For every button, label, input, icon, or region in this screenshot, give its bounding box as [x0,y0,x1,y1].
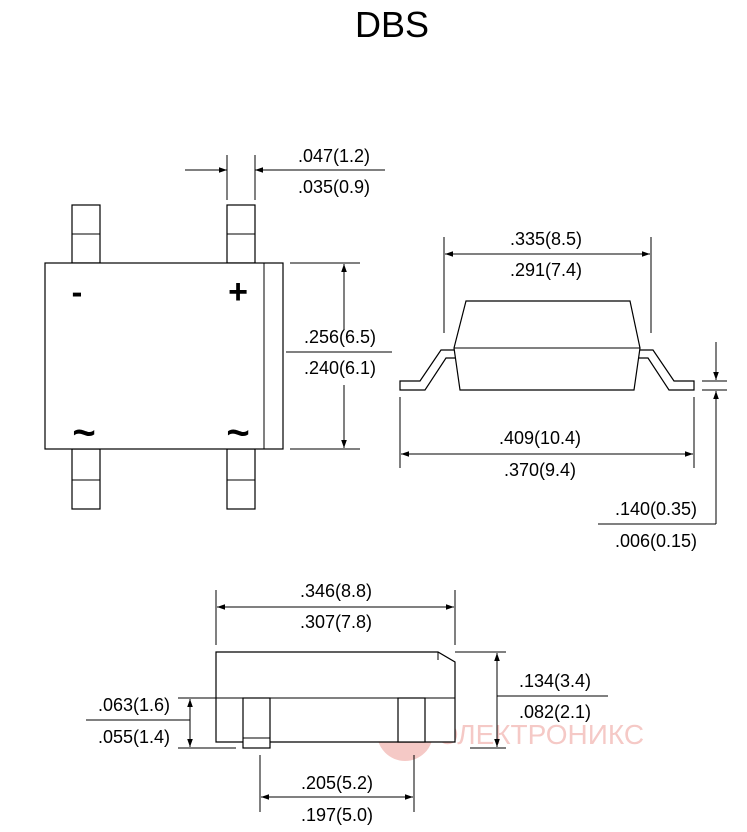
front-lead-pitch-max: .205(5.2) [301,773,373,793]
lead-bottom-left [71,448,101,510]
dim-lead-thickness: .140(0.35) .006(0.15) [598,342,727,551]
lead-width-min: .035(0.9) [298,177,370,197]
front-view-body [215,651,456,743]
side-view-body [453,300,641,391]
front-lead-left [242,697,271,749]
side-view: .335(8.5) .291(7.4) .409(10.4) .370(9.4)… [399,229,727,551]
page-title: DBS [355,4,429,45]
dim-body-height: .256(6.5) .240(6.1) [286,262,392,450]
lead-left-gullwing [399,349,459,391]
front-standoff-max: .063(1.6) [98,695,170,715]
dim-front-body-width: .346(8.8) .307(7.8) [215,581,456,645]
front-body-width-max: .346(8.8) [300,581,372,601]
pin-minus-label: - [72,274,83,310]
front-overall-height-max: .134(3.4) [519,671,591,691]
overall-length-max: .409(10.4) [499,428,581,448]
lead-width-max: .047(1.2) [298,146,370,166]
pin-ac-left-label: ~ [72,411,95,455]
dim-front-overall-height: .134(3.4) .082(2.1) [455,651,608,749]
lead-thickness-max: .140(0.35) [615,499,697,519]
front-body-width-min: .307(7.8) [300,612,372,632]
dim-front-standoff: .063(1.6) .055(1.4) [86,695,236,749]
front-standoff-min: .055(1.4) [98,727,170,747]
dim-lead-width: .047(1.2) .035(0.9) [185,146,385,200]
body-height-max: .256(6.5) [304,327,376,347]
front-lead-right [397,697,426,743]
lead-bottom-right [226,448,256,510]
front-view: .346(8.8) .307(7.8) .134(3.4) .082(2.1) … [86,581,608,825]
watermark-text: ЭЛЕКТРОНИКС [438,719,644,750]
body-height-min: .240(6.1) [304,358,376,378]
front-lead-pitch-min: .197(5.0) [301,805,373,825]
dim-body-length: .335(8.5) .291(7.4) [443,229,652,333]
pin-ac-right-label: ~ [226,411,249,455]
top-view: - + ~ ~ .047(1.2) .035(0.9) .256(6.5) .2… [44,146,392,510]
pin-plus-label: + [228,273,248,311]
lead-top-right [226,204,256,264]
front-overall-height-min: .082(2.1) [519,702,591,722]
lead-thickness-min: .006(0.15) [615,531,697,551]
lead-top-left [71,204,101,264]
body-length-min: .291(7.4) [510,260,582,280]
lead-right-gullwing [636,349,695,391]
dim-front-lead-pitch: .205(5.2) .197(5.0) [259,755,415,825]
dim-overall-length: .409(10.4) .370(9.4) [399,397,695,480]
top-view-body [44,262,284,450]
overall-length-min: .370(9.4) [504,460,576,480]
body-length-max: .335(8.5) [510,229,582,249]
